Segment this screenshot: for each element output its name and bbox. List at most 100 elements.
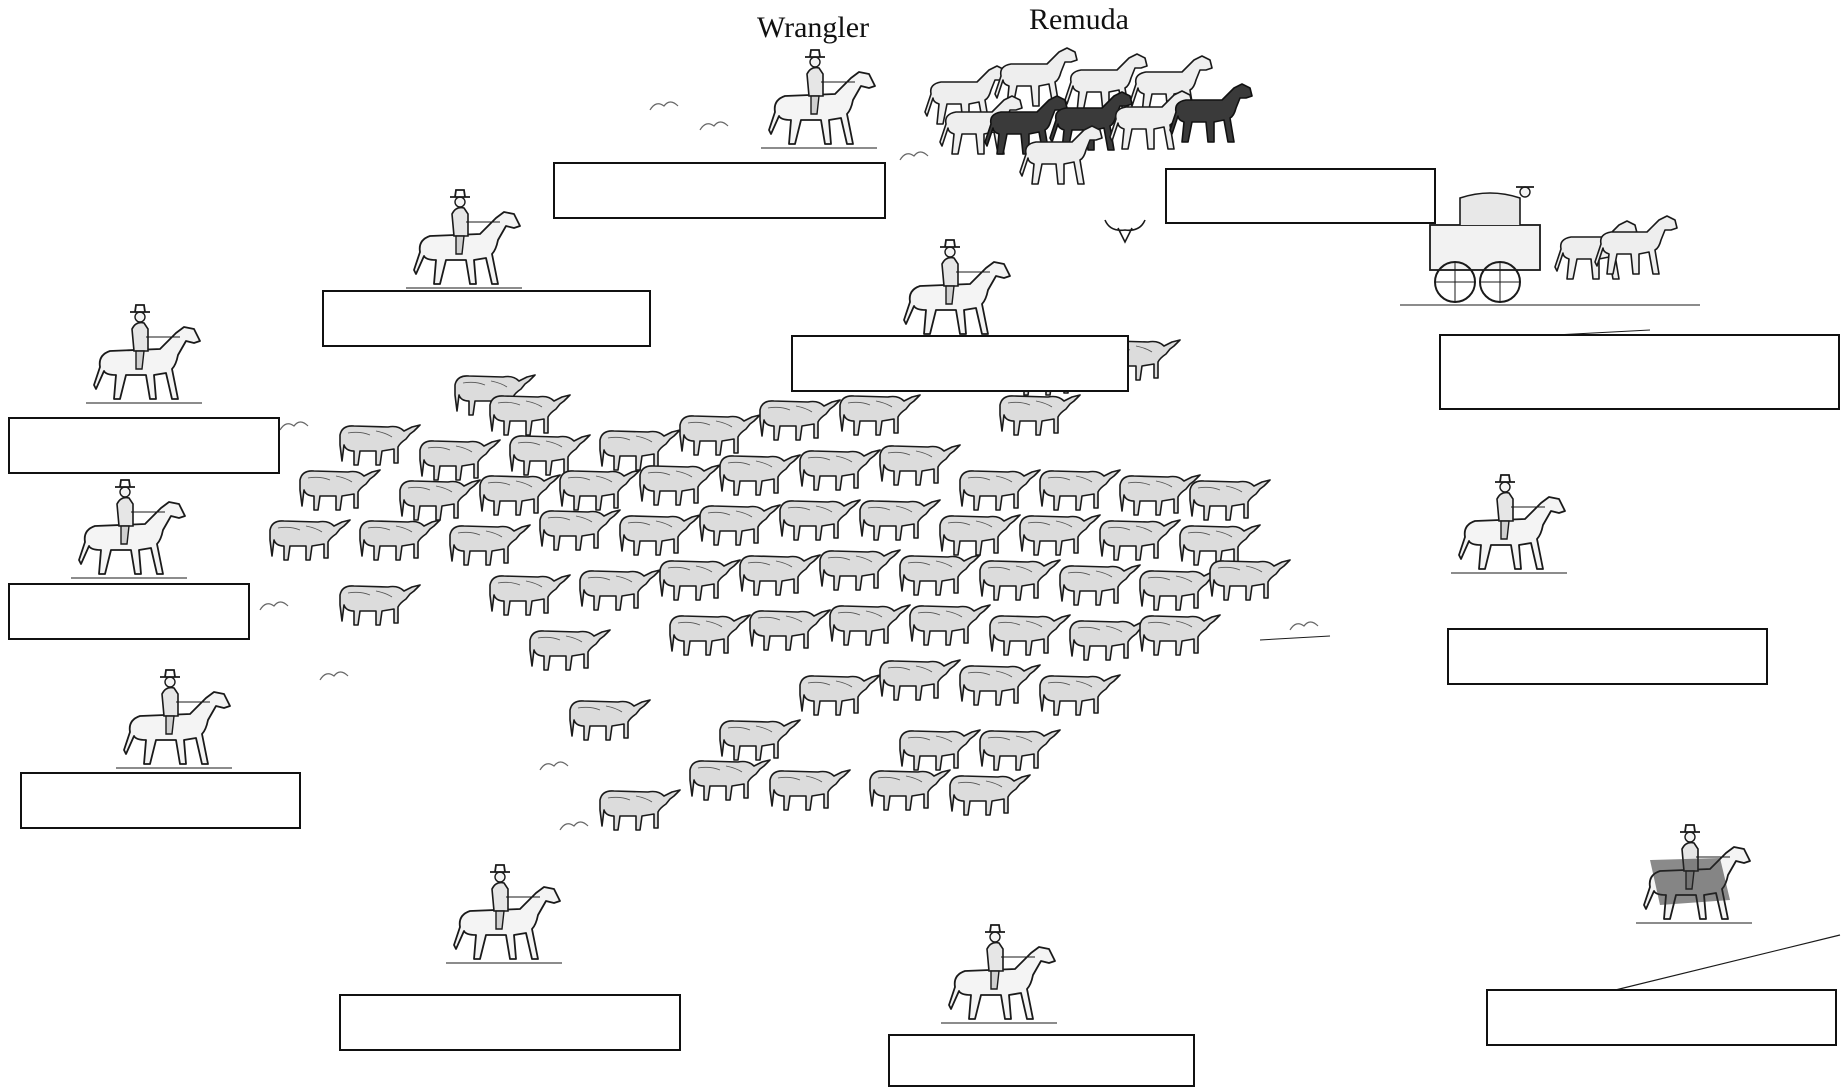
cow-skull-icon <box>1105 220 1145 242</box>
label-box-cook[interactable] <box>1439 334 1840 410</box>
steer-icon <box>1000 395 1080 435</box>
steer-icon <box>620 515 700 555</box>
steer-icon <box>1040 675 1120 715</box>
left-swing-rider-icon <box>86 305 202 403</box>
chuck-wagon-icon <box>1400 187 1700 340</box>
dust-icon <box>280 422 308 430</box>
steer-icon <box>690 760 770 800</box>
steer-icon <box>510 435 590 475</box>
left-drag-rider-icon <box>116 670 232 768</box>
trail-boss-rider-icon <box>1636 825 1752 923</box>
center-point-rider-icon <box>896 240 1012 338</box>
steer-icon <box>800 675 880 715</box>
label-box-left-drag[interactable] <box>20 772 301 829</box>
steer-icon <box>720 455 800 495</box>
steer-icon <box>800 450 880 490</box>
label-box-bottom-left-drag[interactable] <box>339 994 681 1051</box>
dust-icon <box>650 102 678 110</box>
label-box-left-swing[interactable] <box>8 417 280 474</box>
steer-icon <box>940 515 1020 555</box>
steer-icon <box>1060 565 1140 605</box>
steer-icon <box>840 395 920 435</box>
steer-icon <box>880 445 960 485</box>
wrangler-label: Wrangler <box>757 11 869 45</box>
steer-icon <box>830 605 910 645</box>
steer-icon <box>990 615 1070 655</box>
dust-icon <box>900 152 928 160</box>
steer-icon <box>660 560 740 600</box>
steer-icon <box>270 520 350 560</box>
label-box-right-flank[interactable] <box>1447 628 1768 685</box>
steer-icon <box>980 730 1060 770</box>
steer-icon <box>540 510 620 550</box>
label-box-trail-boss[interactable] <box>1486 989 1837 1046</box>
label-box-remuda[interactable] <box>1165 168 1436 224</box>
left-point-rider-icon <box>406 190 522 288</box>
ground-line <box>1260 636 1330 640</box>
steer-icon <box>580 570 660 610</box>
steer-icon <box>720 720 800 760</box>
label-box-left-flank[interactable] <box>8 583 250 640</box>
steer-icon <box>910 605 990 645</box>
steer-icon <box>820 550 900 590</box>
bottom-center-drag-rider-icon <box>941 925 1057 1023</box>
steer-icon <box>300 470 380 510</box>
steer-icon <box>360 520 440 560</box>
steer-icon <box>490 395 570 435</box>
label-box-center-point[interactable] <box>791 335 1129 392</box>
dust-icon <box>1290 622 1318 630</box>
label-box-bottom-center-drag[interactable] <box>888 1034 1195 1087</box>
steer-icon <box>400 480 480 520</box>
steer-icon <box>1040 470 1120 510</box>
dust-icon <box>560 822 588 830</box>
steer-icon <box>600 790 680 830</box>
steer-icon <box>740 555 820 595</box>
steer-icon <box>700 505 780 545</box>
steer-icon <box>1100 520 1180 560</box>
steer-icon <box>1070 620 1150 660</box>
steer-icon <box>770 770 850 810</box>
dust-icon <box>700 122 728 130</box>
steer-icon <box>960 665 1040 705</box>
steer-icon <box>1180 525 1260 565</box>
steer-icon <box>340 425 420 465</box>
dust-icon <box>540 762 568 770</box>
steer-icon <box>900 730 980 770</box>
steer-icon <box>900 555 980 595</box>
steer-icon <box>450 525 530 565</box>
steer-icon <box>530 630 610 670</box>
right-flank-rider-icon <box>1451 475 1567 573</box>
steer-icon <box>680 415 760 455</box>
cattle-herd <box>260 340 1318 830</box>
steer-icon <box>1120 475 1200 515</box>
steer-icon <box>340 585 420 625</box>
steer-icon <box>750 610 830 650</box>
remuda-label: Remuda <box>1029 3 1129 37</box>
steer-icon <box>1140 570 1220 610</box>
dust-icon <box>260 602 288 610</box>
steer-icon <box>420 440 500 480</box>
steer-icon <box>780 500 860 540</box>
label-box-left-point[interactable] <box>322 290 651 347</box>
remuda-horse-icon <box>1020 126 1102 184</box>
steer-icon <box>980 560 1060 600</box>
steer-icon <box>760 400 840 440</box>
steer-icon <box>670 615 750 655</box>
steer-icon <box>1210 560 1290 600</box>
steer-icon <box>480 475 560 515</box>
steer-icon <box>640 465 720 505</box>
steer-icon <box>950 775 1030 815</box>
remuda-horse-icon <box>995 48 1077 106</box>
steer-icon <box>880 660 960 700</box>
steer-icon <box>560 470 640 510</box>
wrangler-rider-icon <box>761 50 877 148</box>
ground-line <box>1595 935 1840 995</box>
steer-icon <box>870 770 950 810</box>
steer-icon <box>1020 515 1100 555</box>
steer-icon <box>1190 480 1270 520</box>
left-flank-rider-icon <box>71 480 187 578</box>
steer-icon <box>490 575 570 615</box>
label-box-wrangler[interactable] <box>553 162 886 219</box>
steer-icon <box>960 470 1040 510</box>
